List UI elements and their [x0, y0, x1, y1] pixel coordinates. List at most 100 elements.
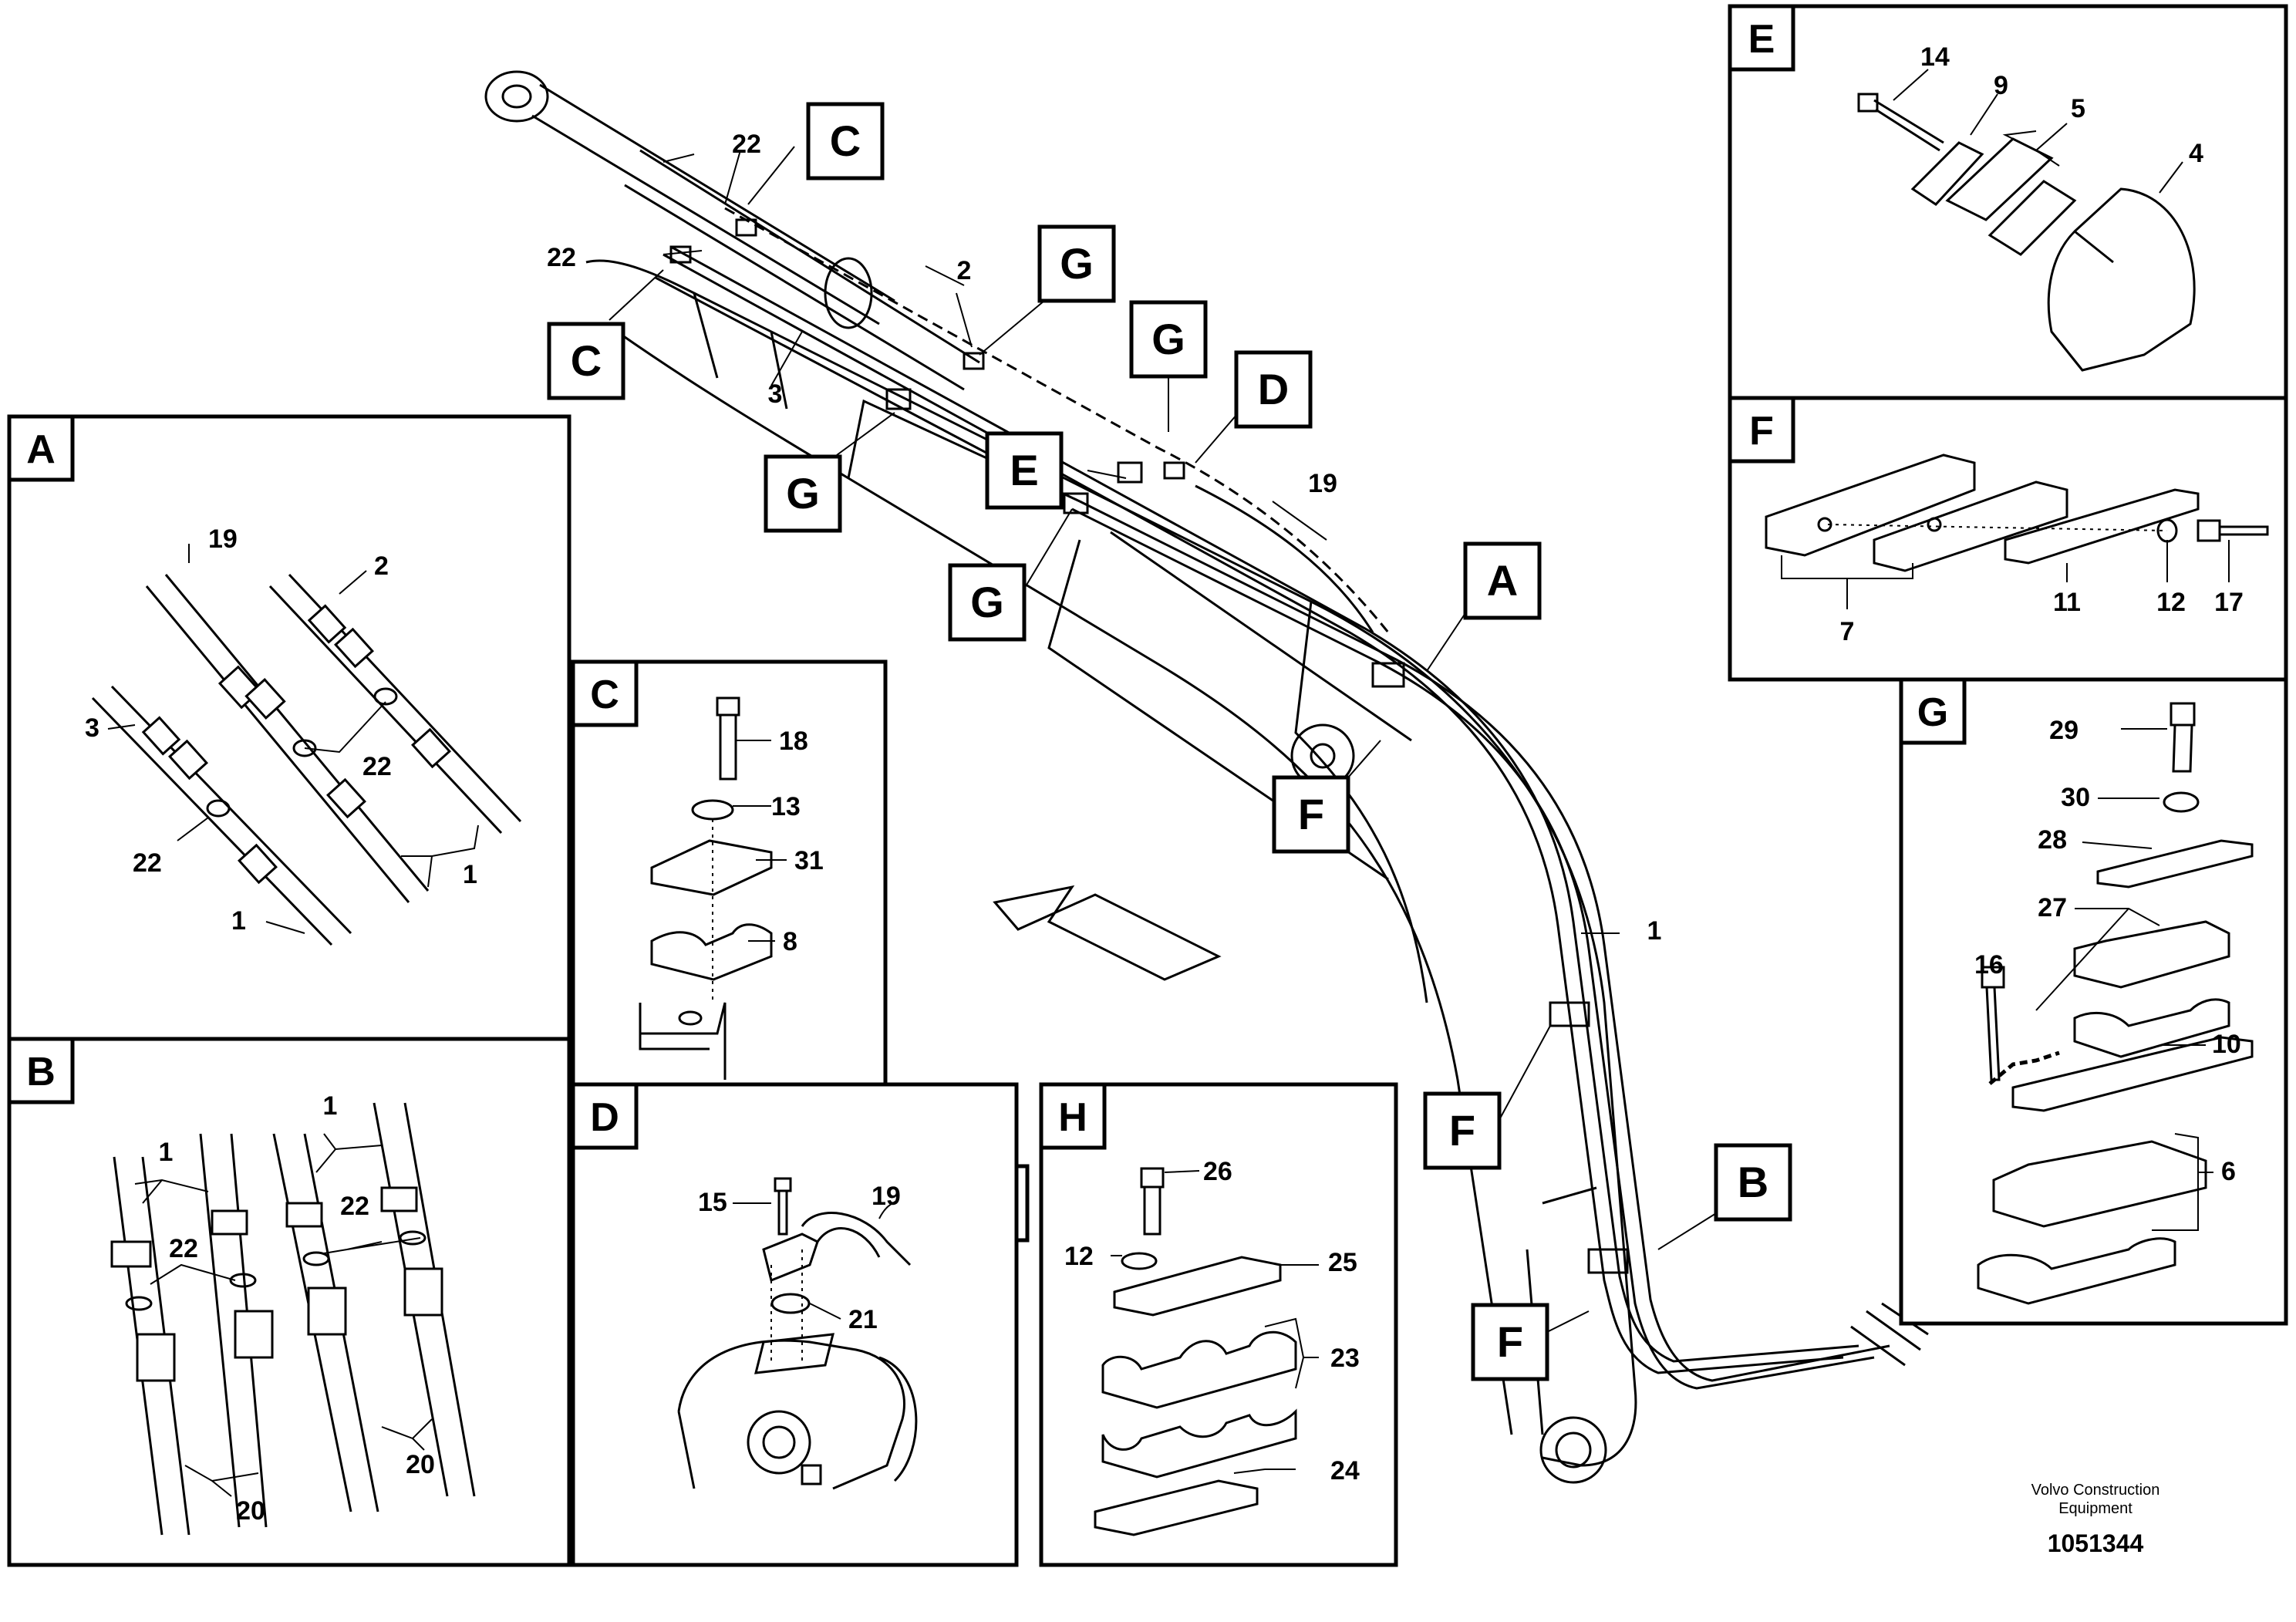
hose-19 — [1195, 484, 1374, 633]
part-number-label: 17 — [2214, 588, 2244, 617]
part-number-label: 22 — [732, 130, 761, 159]
panel-d-parts — [677, 1177, 918, 1490]
callout-letter: H — [1058, 1095, 1087, 1140]
part-number-label: 22 — [133, 848, 162, 878]
callout-f-2: F — [1423, 1091, 1502, 1170]
callout-c-top: C — [806, 102, 885, 180]
part-number-label: 14 — [1920, 42, 1950, 72]
callout-letter: A — [26, 427, 56, 472]
callout-a: A — [1463, 541, 1542, 620]
callout-g-2: G — [764, 454, 842, 533]
callout-letter: E — [1010, 446, 1038, 494]
panel-f-parts — [1765, 454, 2269, 572]
panel-b-hoses — [110, 1102, 476, 1536]
panel-e-leaders — [1893, 69, 2183, 194]
callout-letter: C — [830, 116, 861, 165]
part-number-label: 2 — [957, 256, 972, 285]
part-number-label: 1 — [1647, 916, 1662, 946]
panel-c-parts — [639, 696, 773, 1080]
part-number-label: 29 — [2049, 716, 2079, 745]
panel-e: E 14 9 5 4 — [1728, 4, 2288, 400]
callout-letter: G — [786, 469, 820, 518]
panel-g-leaders — [2035, 728, 2213, 1231]
callout-g-4: G — [948, 563, 1027, 642]
main-leaders — [609, 146, 1721, 1335]
part-number-label: 22 — [169, 1234, 198, 1263]
hose-2-dashed — [724, 207, 1390, 633]
credit-line-2: Equipment — [2058, 1500, 2132, 1517]
part-number-label: 5 — [2071, 94, 2085, 123]
part-number-label: 24 — [1330, 1456, 1360, 1485]
panel-h-leaders — [1111, 1170, 1319, 1474]
part-number-label: 18 — [779, 727, 808, 756]
part-number-label: 9 — [1994, 71, 2008, 100]
callout-letter: G — [1151, 315, 1185, 363]
part-number-label: 6 — [2221, 1157, 2236, 1186]
part-number-label: 22 — [547, 243, 576, 272]
part-number-label: 22 — [362, 752, 392, 781]
part-number-label: 19 — [872, 1182, 901, 1211]
callout-c-left: C — [547, 322, 625, 400]
part-number-label: 1 — [323, 1091, 338, 1121]
callout-letter: G — [1917, 690, 1948, 735]
callout-letter: F — [1497, 1317, 1523, 1366]
callout-b: B — [1714, 1143, 1792, 1222]
callout-letter: F — [1749, 409, 1774, 454]
part-number-label: 31 — [794, 846, 824, 875]
part-number-label: 3 — [85, 713, 99, 743]
part-number-label: 16 — [1974, 950, 2004, 980]
panel-f: F 7 11 12 17 — [1728, 396, 2288, 682]
panel-h-parts — [1094, 1167, 1297, 1536]
panel-c: C 18 13 31 8 — [571, 659, 888, 1087]
callout-g-1: G — [1037, 224, 1116, 303]
hose-bundle — [663, 245, 1929, 1390]
callout-letter: B — [1738, 1158, 1768, 1206]
part-number-label: 1 — [159, 1138, 174, 1167]
callout-letter: G — [1060, 239, 1094, 288]
panel-c-leaders — [712, 740, 787, 1003]
callout-letter: F — [1298, 790, 1324, 838]
part-number-label: 19 — [1308, 469, 1337, 498]
panel-g-parts — [1977, 702, 2254, 1305]
part-number-label: 8 — [783, 927, 797, 956]
callout-d: D — [1234, 350, 1313, 429]
part-number-label: 15 — [698, 1188, 727, 1217]
callout-letter: F — [1449, 1106, 1475, 1155]
panel-a-hoses — [91, 573, 522, 946]
part-number-label: 13 — [771, 792, 801, 821]
callout-letter: G — [970, 578, 1004, 626]
callout-letter: D — [590, 1095, 619, 1140]
part-number-label: 23 — [1330, 1344, 1360, 1373]
callout-letter: D — [1258, 365, 1289, 413]
panel-g: G 29 30 28 27 16 10 6 — [1899, 677, 2288, 1326]
part-number-label: 30 — [2061, 783, 2090, 812]
panel-e-parts — [1857, 93, 2196, 372]
part-number-label: 19 — [208, 524, 238, 554]
part-number-label: 22 — [340, 1192, 369, 1221]
part-number-label: 20 — [406, 1450, 435, 1479]
document-number: 1051344 — [2048, 1529, 2144, 1557]
part-number-label: 1 — [463, 860, 477, 889]
part-number-label: 7 — [1840, 617, 1855, 646]
part-number-label: 27 — [2038, 893, 2067, 922]
part-number-label: 20 — [236, 1496, 265, 1526]
callout-f-1: F — [1272, 775, 1350, 854]
callout-letter: E — [1748, 17, 1775, 62]
callout-g-3: G — [1129, 300, 1208, 379]
part-number-label: 1 — [231, 906, 246, 936]
boom-cylinder — [484, 70, 980, 391]
direction-arrow — [993, 885, 1222, 981]
part-number-label: 28 — [2038, 825, 2067, 855]
callout-e: E — [985, 431, 1064, 510]
credit-block: Volvo Construction Equipment 1051344 — [2031, 1482, 2160, 1557]
part-number-label: 12 — [1064, 1242, 1094, 1271]
callout-letter: B — [26, 1050, 56, 1094]
part-number-label: 26 — [1203, 1157, 1232, 1186]
part-number-label: 11 — [2053, 588, 2081, 617]
panel-f-leaders — [1781, 524, 2230, 609]
panel-a-leaders — [107, 544, 479, 934]
callout-letter: A — [1487, 556, 1518, 605]
panel-b-leaders — [134, 1133, 433, 1497]
part-number-label: 25 — [1328, 1248, 1357, 1277]
